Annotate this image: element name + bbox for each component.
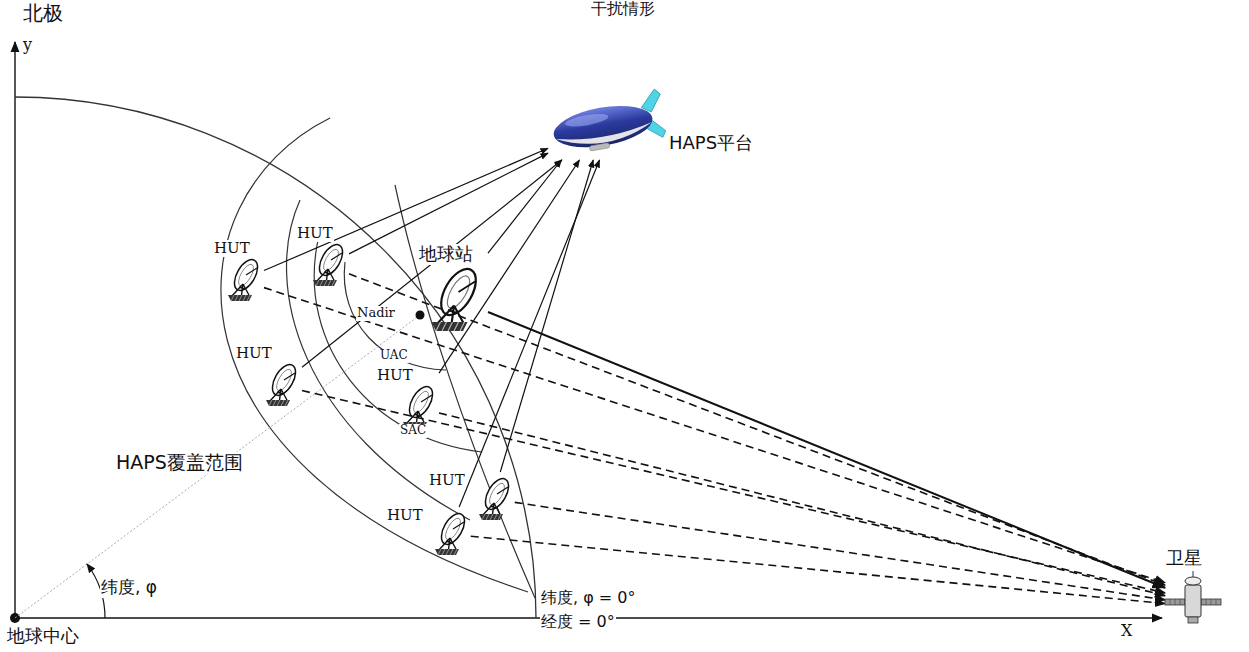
node-label: HAPS平台 xyxy=(668,133,754,154)
angle-label: 纬度, φ = 0° xyxy=(540,589,636,607)
node-label: 卫星 xyxy=(1165,548,1203,569)
earth-station: 地球站 xyxy=(418,244,488,331)
axis-label: y xyxy=(22,36,33,54)
signal-arrow xyxy=(459,160,599,507)
user-terminal: HUT xyxy=(235,345,302,408)
sat-icon xyxy=(1165,569,1221,627)
user-terminal: HUT xyxy=(376,367,439,430)
coverage-arc xyxy=(221,118,528,592)
station-icon xyxy=(418,265,488,331)
signal-arrow xyxy=(515,502,1165,600)
nadir-label: Nadir xyxy=(356,306,396,321)
dish-icon xyxy=(426,511,471,557)
user-terminal: HUT xyxy=(213,240,264,303)
coverage-label: HAPS覆盖范围 xyxy=(115,452,244,474)
signal-arrow xyxy=(488,312,1165,588)
zone-label: SAC xyxy=(399,424,427,438)
y-axis xyxy=(14,42,15,618)
signal-arrow xyxy=(500,160,593,472)
title: 干扰情形 xyxy=(590,0,656,18)
dish-icon xyxy=(304,242,349,288)
node-label: HUT xyxy=(235,345,273,362)
signal-arrow xyxy=(488,160,561,253)
node-label: HUT xyxy=(386,507,424,524)
origin-label: 地球中心 xyxy=(6,626,80,647)
horizon-arc xyxy=(395,185,535,598)
node-label: HUT xyxy=(213,240,251,257)
latitude-line xyxy=(15,315,420,618)
pole-label: 北极 xyxy=(22,2,64,25)
node-label: 地球站 xyxy=(418,244,474,265)
angle-label: 经度 = 0° xyxy=(540,613,616,631)
dish-icon xyxy=(470,476,515,522)
airship-icon xyxy=(548,92,668,160)
uac-arc xyxy=(344,262,446,370)
signal-arrow xyxy=(264,288,1165,583)
dish-icon xyxy=(219,257,264,303)
signal-arrow xyxy=(302,160,562,367)
axis-label: X xyxy=(1120,622,1133,640)
satellite: 卫星 xyxy=(1165,548,1221,627)
user-terminal: HUT xyxy=(428,472,515,522)
node-label: HUT xyxy=(376,367,414,384)
haps-platform: HAPS平台 xyxy=(548,92,754,160)
user-terminal: HUT xyxy=(386,507,471,557)
user-terminal: HUT xyxy=(296,225,349,288)
node-label: HUT xyxy=(428,472,466,489)
signal-arrow xyxy=(264,148,548,270)
angle-label: 纬度, φ xyxy=(100,578,158,598)
dish-icon xyxy=(257,362,302,408)
node-label: HUT xyxy=(296,225,334,242)
zone-label: UAC xyxy=(379,349,409,363)
earth-outline xyxy=(15,97,536,618)
signal-arrow xyxy=(349,153,548,254)
nadir-dot xyxy=(416,311,425,320)
